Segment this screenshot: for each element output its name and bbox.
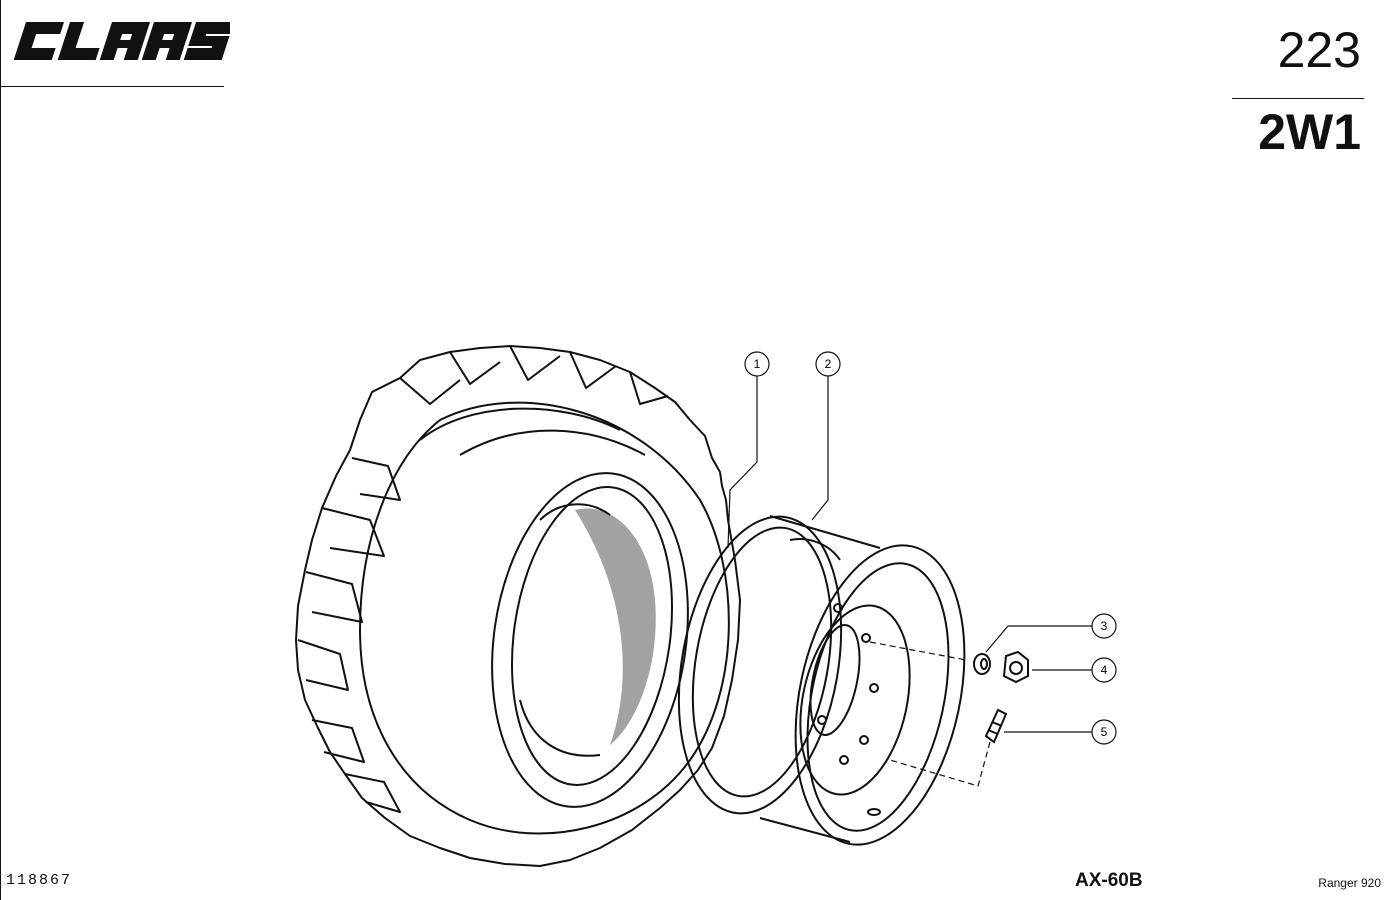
drawing-number: 118867 xyxy=(6,872,73,889)
tyre-lug xyxy=(344,773,401,813)
callout-1: 1 xyxy=(744,351,770,377)
tyre-tread-edge xyxy=(419,407,621,441)
tyre-inner-wall xyxy=(539,503,611,521)
rim-stud-hole xyxy=(861,633,871,643)
rim-stud-hole xyxy=(833,603,843,613)
callout-3: 3 xyxy=(1091,613,1117,639)
rim-stud-hole xyxy=(839,755,849,765)
leader-line-2 xyxy=(811,376,829,521)
callout-2-label: 2 xyxy=(825,357,832,371)
callout-4-label: 4 xyxy=(1101,663,1108,677)
rim-front-flange xyxy=(794,544,966,846)
page-number: 223 xyxy=(1277,22,1361,78)
tyre-lug xyxy=(321,507,385,557)
tyre-lug xyxy=(569,351,617,389)
claas-logo-mark xyxy=(13,22,230,60)
tyre-lug xyxy=(629,371,669,405)
rim-drum-edge xyxy=(769,515,881,549)
washer-hole xyxy=(980,658,988,670)
leader-line-3 xyxy=(985,625,1092,653)
claas-logo xyxy=(8,16,230,66)
tyre-lug xyxy=(305,571,363,623)
hardware xyxy=(973,650,1029,744)
callout-4: 4 xyxy=(1091,657,1117,683)
left-border xyxy=(0,0,1,900)
callout-2: 2 xyxy=(815,351,841,377)
callout-1-label: 1 xyxy=(754,357,761,371)
washer xyxy=(973,653,991,675)
rim-stud-hole xyxy=(859,735,869,745)
rim-back-flange xyxy=(677,515,843,815)
rim-disc xyxy=(799,604,911,796)
tyre-lug xyxy=(311,719,365,763)
tyre-inner-wall xyxy=(519,699,601,757)
rim-front-flange-inner xyxy=(806,562,950,832)
callout-3-label: 3 xyxy=(1101,619,1108,633)
rim-stud-hole xyxy=(869,683,879,693)
wheel-nut-hole xyxy=(1009,661,1023,675)
leader-line-stud xyxy=(869,641,967,661)
tyre-lug xyxy=(297,639,349,691)
rim-valve-hole xyxy=(867,808,881,816)
tyre-lug xyxy=(509,345,561,381)
rim-stud-hole xyxy=(817,715,827,725)
tyre-lug xyxy=(351,457,401,501)
leader-line-valve xyxy=(889,741,991,787)
tyre-sidewall xyxy=(359,401,730,835)
tyre-tread-edge xyxy=(459,429,646,456)
tyre-valve-thread xyxy=(991,721,1003,727)
wheel-nut xyxy=(1002,650,1029,684)
rim-centre-bore xyxy=(809,624,861,736)
callout-5-label: 5 xyxy=(1101,725,1108,739)
tyre-lug xyxy=(449,351,501,385)
logo-underline xyxy=(0,86,224,87)
model-code: AX-60B xyxy=(1075,870,1143,891)
machine-name: Ranger 920 xyxy=(1318,876,1381,890)
tyre-bead-inner xyxy=(510,486,674,786)
rim xyxy=(677,515,966,846)
page-number-divider xyxy=(1232,98,1364,99)
rim-back-flange-inner xyxy=(691,526,833,798)
leader-line-1 xyxy=(727,376,758,549)
tyre-valve-thread xyxy=(987,729,999,735)
tyre-lug xyxy=(399,377,461,405)
tyre-bead-outer xyxy=(491,472,689,808)
rim-drum-edge xyxy=(789,538,841,561)
callout-5: 5 xyxy=(1091,719,1117,745)
leader-lines xyxy=(727,376,1092,787)
tyre xyxy=(295,345,741,867)
tyre-valve xyxy=(984,708,1008,744)
tyre-inner-shading xyxy=(575,508,656,745)
group-code: 2W1 xyxy=(1258,104,1361,160)
